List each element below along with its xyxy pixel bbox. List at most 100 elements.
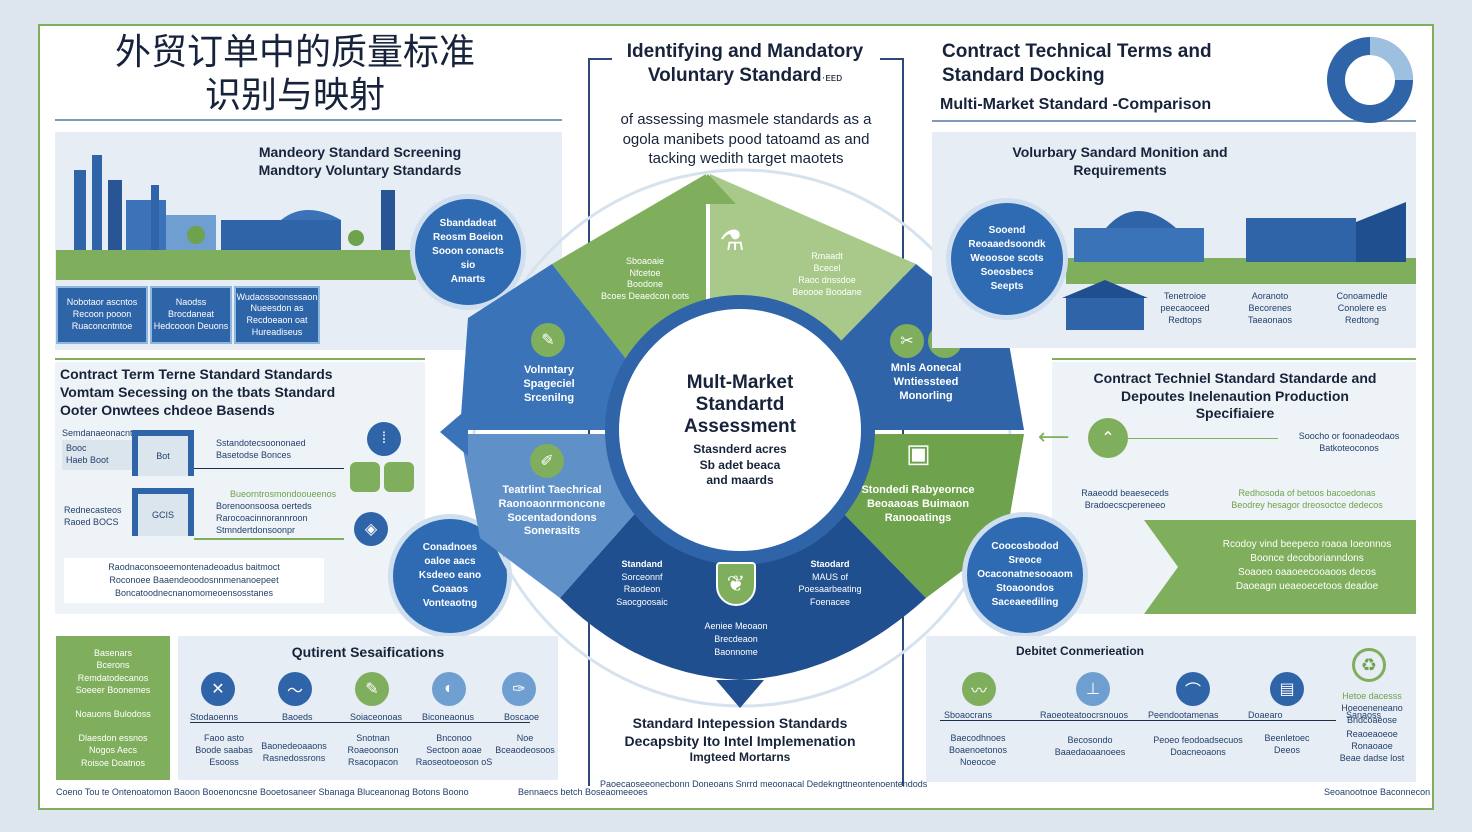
seg-top-left-icon: ⚗: [719, 225, 745, 256]
seg-br-4: Foenacee: [809, 596, 851, 607]
center-bottom-2: Decapsbity Ito Intel Implemenation: [624, 733, 856, 750]
left-top-circle-line1: Sbandadeat: [439, 218, 497, 229]
seg-right-upper-label: Mnls Aonecal Wntiessteed Monorling: [866, 362, 986, 403]
lb-step-5-b2: Bceaodeosoos: [495, 745, 555, 756]
seg-ll-1: Teatrlint Taechrical: [502, 484, 602, 496]
lb-green-9: Nogos Aecs: [88, 745, 138, 756]
title-divider: [55, 119, 562, 121]
seg-bl-1: Standand: [621, 559, 663, 569]
building-3: [221, 220, 341, 250]
rb-step-1-b3: Noeocoe: [959, 757, 997, 768]
lb-green-10: Roisoe Doatnos: [80, 757, 146, 768]
row1-label: Semdanaeonacntoe: [62, 428, 143, 438]
donut-slice: [1369, 37, 1413, 81]
rm-arrow-in: ⟵: [1038, 424, 1070, 449]
rt-label-1-b: peecaoceed: [1160, 303, 1210, 314]
seg-br-3: Poesaarbeating: [798, 584, 862, 595]
tower: [381, 190, 395, 250]
lb-step-1-b1: Faoo asto: [203, 733, 245, 743]
left-top-circle: Sbandadeat Reosm Boeion Sooon conacts si…: [410, 194, 526, 310]
seg-left-lower-icon: ✐: [530, 444, 564, 478]
seg-ru-2: Wntiessteed: [893, 375, 959, 388]
rb-step-1-bottom: Baecodhnoes Boaenoetonos Noeocoe: [940, 732, 1016, 768]
row1-left-line2: Haeb Boot: [66, 455, 109, 466]
main-title-line2: 识别与映射: [204, 74, 385, 116]
seg-left-upper-label: Volnntary Spageciel Srcenilng: [494, 364, 604, 405]
rm-chevron: [1144, 520, 1416, 614]
rb-step-1-top: Sboaocrans: [944, 710, 993, 720]
left-bottom-footer: Coeno Tou te Ontenoatomon Baoon Booenonc…: [56, 787, 469, 797]
rb-step-2-b2: Baaedaoaanoees: [1054, 747, 1126, 758]
rt-circle-1: Sooend: [988, 225, 1026, 236]
seg-bc-1: Aeniee Meoaon: [704, 621, 768, 631]
house-illustration: [1062, 280, 1148, 330]
top-center-desc-3: tacking wedith target maotets: [648, 150, 844, 167]
seg-ll-4: Sonerasits: [523, 525, 581, 538]
left-top-box-1: Nobotaor ascntos Recoon pooon Ruaconcntn…: [56, 286, 148, 344]
right-bottom-footer: Seoanootnoe Baconnecon: [1324, 787, 1431, 797]
seg-bl-3: Raodeon: [623, 584, 661, 595]
top-right-subtitle: Multi-Market Standard -Comparison: [940, 96, 1212, 113]
house-body: [1066, 296, 1144, 330]
left-top-title: Mandeory Standard Screening Mandtory Vol…: [230, 144, 490, 179]
main-title: 外贸订单中的质量标准 识别与映射: [60, 30, 530, 116]
hub-title-1: Mult-Market: [686, 372, 794, 393]
left-mid-title-line3: Ooter Onwtees chdeoe Basends: [60, 401, 275, 418]
lb-step-3-top: Soiaceonoas: [350, 712, 403, 722]
campus-roof: [1356, 202, 1406, 262]
seg-bc-3: Baonnome: [714, 647, 758, 658]
rt-label-3-c: Redtong: [1344, 315, 1380, 326]
row1-gate-label: Bot: [156, 450, 170, 461]
rt-label-1-a: Tenetroioe: [1163, 291, 1207, 301]
rm-line-1: [1128, 438, 1278, 439]
top-right-title: Contract Technical Terms and Standard Do…: [942, 40, 1272, 88]
top-center-description: of assessing masmele standards as a ogol…: [598, 110, 894, 169]
row1-green-icons: [350, 462, 416, 492]
seg-bottom-center-label: Aeniee Meoaon Brecdeaon Baonnome: [684, 620, 788, 659]
row1-right-line1: Sstandotecsoononaed: [216, 438, 306, 448]
rb-step-5-b1: Reaoeaoeoe: [1346, 729, 1398, 739]
dome-roof: [281, 210, 341, 220]
left-top-title-line1: Mandeory Standard Screening: [258, 144, 462, 160]
lb-green-4: Soeeer Boonemes: [75, 684, 151, 695]
lb-step-1-bottom: Faoo asto Boode saabas Esooss: [192, 732, 256, 768]
top-center-title-line1: Identifying and Mandatory: [626, 41, 864, 62]
left-top-circle-line3: Sooon conacts: [432, 246, 504, 257]
left-top-box-1-line1: Nobotaor ascntos: [66, 297, 138, 308]
seg-ru-3: Monorling: [899, 389, 953, 402]
left-mid-title: Contract Term Terne Standard Standards V…: [60, 366, 430, 420]
rb-timeline: [940, 720, 1336, 721]
left-top-box-3-line3: Recdoeaon oat: [246, 315, 308, 325]
row2-left: Rednecasteos Raoed BOCS: [64, 504, 122, 528]
seg-rl-1: Stondedi Rabyeornce: [861, 484, 975, 496]
left-top-box-2-line3: Hedcooon Deuons: [153, 320, 229, 331]
rb-step-3-icon: ⌒: [1176, 672, 1210, 706]
rt-label-2-a: Aoranoto: [1251, 291, 1289, 301]
left-top-circle-line4: sio: [460, 260, 476, 271]
center-bottom-1: Standard Intepession Standards: [632, 715, 848, 731]
rb-step-4-top: Doaearo: [1248, 710, 1283, 720]
segment-left-lower: [460, 434, 640, 598]
lb-step-2-bottom: Baonedeoaaons Rasnedossrons: [258, 740, 330, 764]
left-top-box-2: Naodss Brocdaneat Hedcooon Deuons: [150, 286, 232, 344]
row1-blue-icon: ⁞: [367, 422, 401, 456]
rb-step-3-b2: Doacneoaons: [1170, 747, 1226, 758]
top-center-title-line2: Voluntary Standard·ᴇᴇᴅ: [600, 64, 890, 88]
rt-label-1: Tenetroioe peecaoceed Redtops: [1150, 290, 1220, 326]
seg-rl-2: Beoaaoas Buimaon: [866, 497, 970, 510]
rb-step-2-b1: Becosondo: [1067, 735, 1113, 745]
left-mid-footer-2: Roconoee Baaendeoodosnnmenanoepeet: [109, 575, 279, 586]
chimney-1: [74, 170, 86, 250]
seg-br-2: MAUS of: [811, 571, 848, 582]
rm-label-right-b: Beodrey hesagor dreosoctce dedecos: [1231, 500, 1383, 511]
hub-sub-1: Stasnderd acres: [693, 442, 787, 456]
top-center-title-line2-suffix: ·ᴇᴇᴅ: [821, 71, 843, 84]
left-bottom-green-box: Basenars Bcerons Remdatodecanos Soeeer B…: [56, 636, 170, 780]
rb-step-1-icon: 〰: [962, 672, 996, 706]
right-top-title: Volurbary Sandard Monition and Requireme…: [980, 144, 1260, 179]
top-right-title-line2: Standard Docking: [942, 64, 1105, 86]
left-mid-title-line2: Vomtam Secessing on the tbats Standard: [60, 383, 336, 400]
left-top-box-3-line2: Nueesdon as: [250, 303, 304, 314]
rt-label-3-b: Conolere es: [1337, 303, 1387, 314]
rb-step-4-icon: ▤: [1270, 672, 1304, 706]
